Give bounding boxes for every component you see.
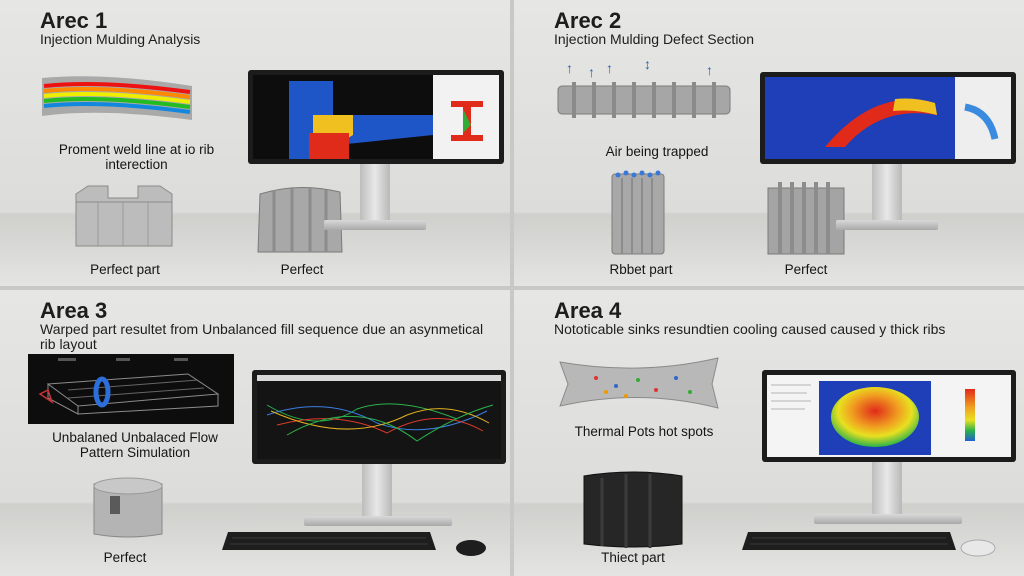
caption-left: Perfect part: [90, 262, 160, 277]
panel-subtitle: Warped part resultet from Unbalanced fil…: [40, 321, 484, 352]
panel-title: Area 3: [40, 298, 108, 323]
up-arrow-icon: ↑: [566, 60, 573, 76]
finned-part-illustration: [767, 182, 845, 255]
monitor-icon: [762, 370, 1016, 530]
caption-right: Perfect: [784, 262, 828, 277]
layered-part-illustration: [42, 76, 192, 120]
panel-title: Area 4: [554, 298, 622, 323]
keyboard-icon: [742, 532, 956, 550]
air-trap-part-illustration: [611, 170, 665, 255]
monitor-icon: [252, 370, 506, 532]
panel-area-4: Area 4 Nototicable sinks resundtien cool…: [514, 290, 1024, 576]
mouse-icon: [456, 540, 486, 556]
panel-title: Arec 2: [554, 8, 622, 33]
panel-subtitle: Nototicable sinks resundtien cooling cau…: [554, 321, 946, 337]
ribbed-bar-illustration: [557, 82, 731, 118]
dark-part-illustration: [583, 471, 683, 548]
sink-part-illustration: [559, 357, 719, 409]
monitor-icon: [760, 72, 1016, 238]
caption-left: Rbbet part: [609, 262, 673, 277]
panel-area-2: Arec 2 Injection Mulding Defect Section …: [514, 0, 1024, 286]
panel-subtitle: Injection Mulding Analysis: [40, 31, 201, 47]
rib-part-illustration: [75, 185, 173, 247]
panel-subtitle: Injection Mulding Defect Section: [554, 31, 754, 47]
panel-note: Proment weld line at io rib interection: [58, 142, 215, 172]
cylinder-part-illustration: [93, 477, 163, 538]
simulation-screen: [765, 77, 1011, 159]
monitor-icon: [248, 70, 504, 240]
panel-note: Air being trapped: [605, 144, 709, 159]
thermal-simulation-screen: [767, 375, 1011, 457]
panel-title: Arec 1: [40, 8, 108, 33]
caption-left: Perfect: [103, 550, 147, 565]
panel-note: Thermal Pots hot spots: [574, 424, 714, 439]
up-arrow-icon: ↕: [644, 56, 651, 72]
panel-area-3: Area 3 Warped part resultet from Unbalan…: [0, 290, 510, 576]
keyboard-icon: [222, 532, 436, 550]
up-arrow-icon: ↑: [606, 60, 613, 76]
flow-simulation-screen: [257, 375, 501, 459]
simulation-screen: [253, 75, 499, 159]
panel-area-1: Arec 1 Injection Mulding Analysis Promen…: [0, 0, 510, 286]
caption-left: Thiect part: [601, 550, 665, 565]
panel-note: Unbalaned Unbalaced Flow Pattern Simulat…: [52, 430, 218, 460]
cad-wireframe-panel: [28, 354, 234, 424]
up-arrow-icon: ↑: [706, 62, 713, 78]
caption-right: Perfect: [280, 262, 324, 277]
mouse-icon: [960, 539, 996, 557]
up-arrow-icon: ↑: [588, 64, 595, 80]
